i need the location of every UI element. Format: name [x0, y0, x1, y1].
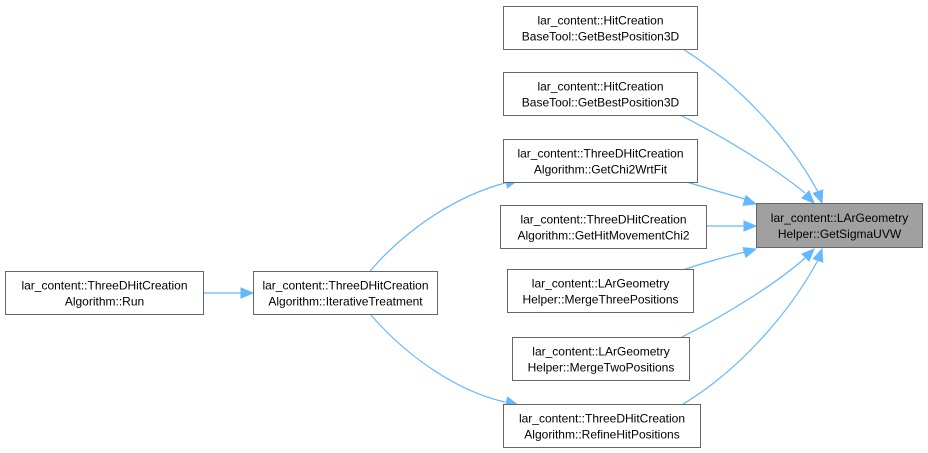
node-box — [253, 271, 438, 315]
edge-n6-n0 — [679, 248, 815, 339]
node-label-line: Algorithm::RefineHitPositions — [524, 428, 679, 442]
edge-n1-n0 — [682, 48, 824, 205]
graph-node[interactable]: lar_content::HitCreationBaseTool::GetBes… — [503, 6, 698, 50]
graph-node[interactable]: lar_content::LArGeometryHelper::MergeThr… — [507, 269, 694, 313]
edge-line — [679, 257, 806, 339]
node-label-line: BaseTool::GetBestPosition3D — [522, 96, 680, 110]
edge-line — [679, 251, 746, 272]
edge-n7-n0 — [682, 247, 824, 405]
node-label-line: lar_content::ThreeDHitCreation — [21, 279, 187, 293]
node-label-line: lar_content::ThreeDHitCreation — [520, 213, 686, 227]
edge-line — [682, 259, 819, 405]
node-label-line: Algorithm::IterativeTreatment — [268, 295, 423, 309]
node-label-line: Helper::GetSigmaUVW — [778, 227, 902, 241]
node-label-line: lar_content::LArGeometry — [771, 211, 908, 225]
node-box — [512, 337, 690, 381]
node-label-line: BaseTool::GetBestPosition3D — [522, 30, 680, 44]
node-label-line: lar_content::ThreeDHitCreation — [262, 279, 428, 293]
node-box — [503, 6, 698, 50]
arrowhead — [742, 247, 758, 259]
node-label-line: Helper::MergeThreePositions — [522, 293, 678, 307]
graph-node[interactable]: lar_content::ThreeDHitCreationAlgorithm:… — [503, 404, 701, 448]
nodes-layer: lar_content::LArGeometryHelper::GetSigma… — [5, 6, 923, 448]
node-box — [503, 139, 698, 183]
graph-node[interactable]: lar_content::ThreeDHitCreationAlgorithm:… — [500, 205, 707, 249]
edge-n8-n7 — [369, 313, 520, 408]
node-label-line: Algorithm::GetHitMovementChi2 — [517, 229, 689, 243]
node-box — [500, 205, 707, 249]
edge-n3-n0 — [679, 179, 758, 206]
node-label-line: lar_content::HitCreation — [537, 14, 663, 28]
graph-node[interactable]: lar_content::ThreeDHitCreationAlgorithm:… — [5, 271, 204, 315]
edge-n5-n0 — [679, 247, 758, 272]
node-label-line: lar_content::ThreeDHitCreation — [519, 412, 685, 426]
node-box — [503, 404, 701, 448]
graph-node[interactable]: lar_content::ThreeDHitCreationAlgorithm:… — [253, 271, 438, 315]
edge-n2-n0 — [679, 114, 815, 204]
arrowhead — [743, 220, 758, 232]
arrowhead — [801, 248, 815, 262]
node-box — [756, 203, 923, 248]
node-label-line: lar_content::ThreeDHitCreation — [517, 147, 683, 161]
graph-node[interactable]: lar_content::HitCreationBaseTool::GetBes… — [503, 72, 698, 116]
node-box — [507, 269, 694, 313]
edge-line — [679, 114, 806, 194]
edge-line — [682, 48, 819, 193]
node-label-line: lar_content::LArGeometry — [532, 345, 669, 359]
node-label-line: Algorithm::GetChi2WrtFit — [534, 163, 668, 177]
edge-line — [369, 182, 506, 272]
arrowhead — [812, 189, 824, 205]
focus-node: lar_content::LArGeometryHelper::GetSigma… — [756, 203, 923, 248]
arrowhead — [240, 287, 255, 299]
node-label-line: Helper::MergeTwoPositions — [528, 361, 675, 375]
arrowhead — [742, 194, 758, 206]
arrowhead — [812, 247, 824, 263]
edge-n9-n8 — [203, 287, 255, 299]
edge-n4-n0 — [706, 220, 758, 232]
edge-line — [369, 313, 506, 403]
node-label-line: Algorithm::Run — [65, 295, 144, 309]
node-box — [5, 271, 204, 315]
node-box — [503, 72, 698, 116]
node-label-line: lar_content::LArGeometry — [532, 277, 669, 291]
node-label-line: lar_content::HitCreation — [537, 80, 663, 94]
graph-node[interactable]: lar_content::ThreeDHitCreationAlgorithm:… — [503, 139, 698, 183]
graph-node[interactable]: lar_content::LArGeometryHelper::MergeTwo… — [512, 337, 690, 381]
arrowhead — [801, 190, 815, 204]
edge-n8-n3 — [369, 177, 520, 272]
